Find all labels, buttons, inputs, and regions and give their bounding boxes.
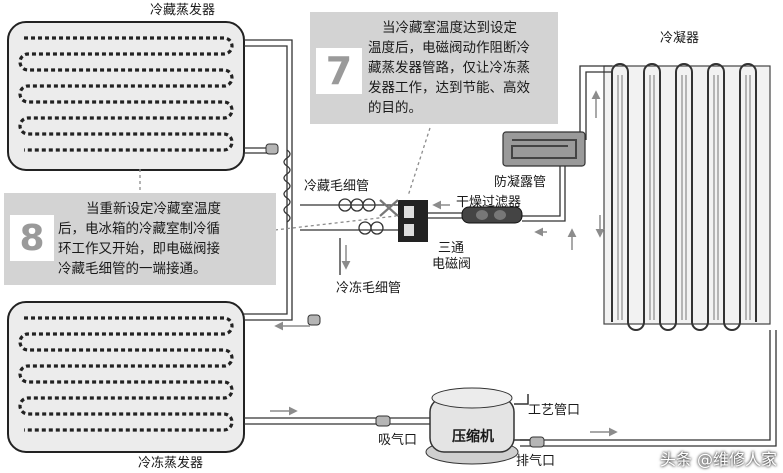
anti-condensation-pipe-label: 防凝露管 <box>494 175 547 190</box>
fridge-capillary-label: 冷藏毛细管 <box>304 179 370 194</box>
watermark: 头条 @维修人家 <box>659 450 777 469</box>
suction-port-label: 吸气口 <box>378 433 418 448</box>
solenoid-valve <box>398 200 428 242</box>
condenser <box>603 63 771 331</box>
fridge-evaporator-label: 冷藏蒸发器 <box>150 3 216 18</box>
note-8: 8 当重新设定冷藏室温度 后，电冰箱的冷藏室制冷循 环工作又开始，即电磁阀接 冷… <box>4 193 276 285</box>
fridge-evaporator <box>7 21 245 171</box>
note-7-line: 的目的。 <box>368 100 422 116</box>
compressor-label: 压缩机 <box>452 429 494 445</box>
note-7-line: 当冷藏室温度达到设定 <box>382 20 517 36</box>
callout-lines <box>139 127 431 231</box>
flow-arrows <box>270 90 618 437</box>
compressor <box>425 387 534 465</box>
note-7-text: 当冷藏室温度达到设定 温度后，电磁阀动作阻断冷 藏蒸发器管路，仅让冷冻蒸 发器工… <box>368 18 530 118</box>
note-7-line: 温度后，电磁阀动作阻断冷 <box>368 40 530 56</box>
freezer-capillary-label: 冷冻毛细管 <box>336 281 402 296</box>
note-7-line: 发器工作，达到节能、高效 <box>368 80 530 96</box>
note-8-line: 环工作又开始，即电磁阀接 <box>58 241 220 257</box>
freezer-evaporator-label: 冷冻蒸发器 <box>138 456 204 471</box>
refrigerant-pipes <box>244 39 777 447</box>
note-8-line: 后，电冰箱的冷藏室制冷循 <box>58 221 220 237</box>
dryer-filter-label: 干燥过滤器 <box>456 195 522 210</box>
note-7: 7 当冷藏室温度达到设定 温度后，电磁阀动作阻断冷 藏蒸发器管路，仅让冷冻蒸 发… <box>310 12 558 124</box>
note-8-number: 8 <box>10 215 54 261</box>
note-8-line: 冷藏毛细管的一端接通。 <box>58 261 207 277</box>
note-7-line: 藏蒸发器管路，仅让冷冻蒸 <box>368 60 530 76</box>
dryer-filter <box>461 206 523 224</box>
pipe-joints <box>265 143 545 448</box>
note-7-number: 7 <box>316 48 362 94</box>
capillary-coils <box>283 149 384 235</box>
anti-condensation-coil <box>502 131 586 167</box>
note-8-line: 当重新设定冷藏室温度 <box>86 201 221 217</box>
solenoid-valve-label-2: 电磁阀 <box>432 257 472 272</box>
freezer-evaporator <box>7 301 245 453</box>
blocked-mark-icon <box>379 199 399 217</box>
process-pipe-label: 工艺管口 <box>528 403 581 418</box>
note-8-text: 当重新设定冷藏室温度 后，电冰箱的冷藏室制冷循 环工作又开始，即电磁阀接 冷藏毛… <box>58 199 221 279</box>
solenoid-valve-label-1: 三通 <box>438 241 465 256</box>
condenser-label: 冷凝器 <box>660 31 700 46</box>
discharge-port-label: 排气口 <box>516 454 556 469</box>
